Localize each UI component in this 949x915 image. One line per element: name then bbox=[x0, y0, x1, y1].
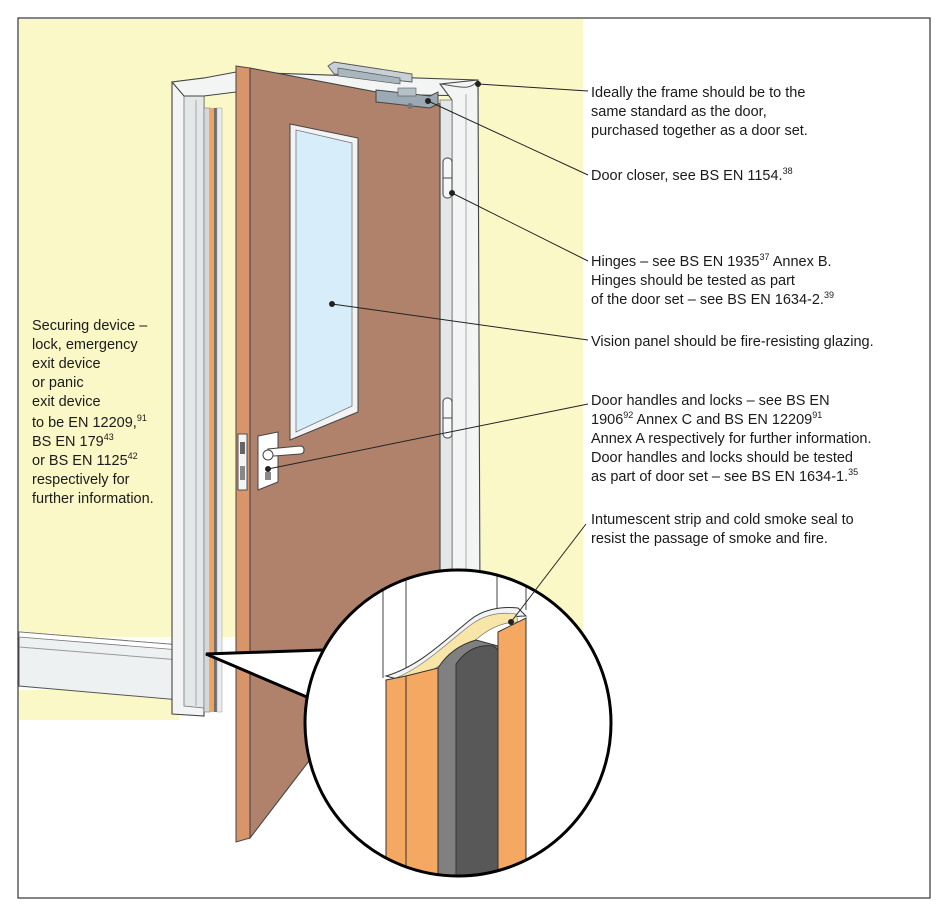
hinge-bottom bbox=[442, 397, 453, 439]
svg-text:190692 Annex C and BS EN 12209: 190692 Annex C and BS EN 1220991 bbox=[591, 410, 822, 428]
leader-frame bbox=[477, 83, 589, 92]
svg-text:resist the passage of smoke an: resist the passage of smoke and fire. bbox=[591, 531, 828, 547]
svg-text:Securing device –: Securing device – bbox=[32, 318, 148, 334]
svg-text:or panic: or panic bbox=[32, 375, 84, 391]
magnified-detail bbox=[303, 568, 613, 878]
callout-hinges: Hinges – see BS EN 193537 Annex B. Hinge… bbox=[591, 252, 834, 308]
svg-text:to be EN 12209,91: to be EN 12209,91 bbox=[32, 413, 147, 431]
svg-text:Door closer, see BS EN 1154.38: Door closer, see BS EN 1154.38 bbox=[591, 166, 793, 184]
callout-intumescent: Intumescent strip and cold smoke seal to… bbox=[591, 512, 854, 547]
svg-text:exit device: exit device bbox=[32, 394, 101, 410]
svg-text:Vision panel should be fire-re: Vision panel should be fire-resisting gl… bbox=[591, 334, 874, 350]
leader-closer bbox=[427, 100, 589, 176]
door-closer bbox=[327, 61, 439, 109]
svg-text:Hinges should be tested as par: Hinges should be tested as part bbox=[591, 273, 795, 289]
callout-frame: Ideally the frame should be to the same … bbox=[591, 85, 808, 139]
svg-text:respectively for: respectively for bbox=[32, 472, 130, 488]
svg-text:exit device: exit device bbox=[32, 356, 101, 372]
callout-handles: Door handles and locks – see BS EN 19069… bbox=[591, 393, 871, 485]
leader-handles bbox=[267, 403, 589, 470]
svg-text:of the door set – see BS EN 16: of the door set – see BS EN 1634-2.39 bbox=[591, 290, 834, 308]
svg-text:Door handles and locks should: Door handles and locks should be tested bbox=[591, 450, 853, 466]
vision-panel bbox=[289, 123, 359, 441]
callout-securing: Securing device – lock, emergency exit d… bbox=[32, 318, 154, 507]
leader-hinges bbox=[451, 192, 589, 262]
door-handle bbox=[257, 431, 305, 491]
callout-vision: Vision panel should be fire-resisting gl… bbox=[591, 334, 874, 350]
svg-text:lock, emergency: lock, emergency bbox=[32, 337, 138, 353]
svg-text:BS EN 17943: BS EN 17943 bbox=[32, 432, 114, 450]
leader-intumescent bbox=[510, 523, 587, 623]
leader-lines bbox=[265, 81, 589, 625]
svg-text:further information.: further information. bbox=[32, 491, 154, 507]
leader-vision bbox=[331, 303, 589, 341]
svg-text:as part of door set – see BS E: as part of door set – see BS EN 1634-1.3… bbox=[591, 467, 858, 485]
svg-text:or BS EN 112542: or BS EN 112542 bbox=[32, 451, 138, 469]
lock-keep bbox=[237, 433, 248, 491]
svg-text:Annex A respectively for furth: Annex A respectively for further informa… bbox=[591, 431, 871, 447]
svg-text:Hinges – see BS EN 193537 Anne: Hinges – see BS EN 193537 Annex B. bbox=[591, 252, 832, 270]
svg-text:Door handles and locks – see B: Door handles and locks – see BS EN bbox=[591, 393, 830, 409]
door-frame bbox=[170, 71, 481, 717]
svg-text:Intumescent strip and cold smo: Intumescent strip and cold smoke seal to bbox=[591, 512, 854, 528]
callout-closer: Door closer, see BS EN 1154.38 bbox=[591, 166, 793, 184]
svg-text:same standard as the door,: same standard as the door, bbox=[591, 104, 767, 120]
svg-text:Ideally the frame should be to: Ideally the frame should be to the bbox=[591, 85, 805, 101]
hinge-top bbox=[442, 157, 453, 199]
svg-text:purchased together as a door s: purchased together as a door set. bbox=[591, 123, 808, 139]
